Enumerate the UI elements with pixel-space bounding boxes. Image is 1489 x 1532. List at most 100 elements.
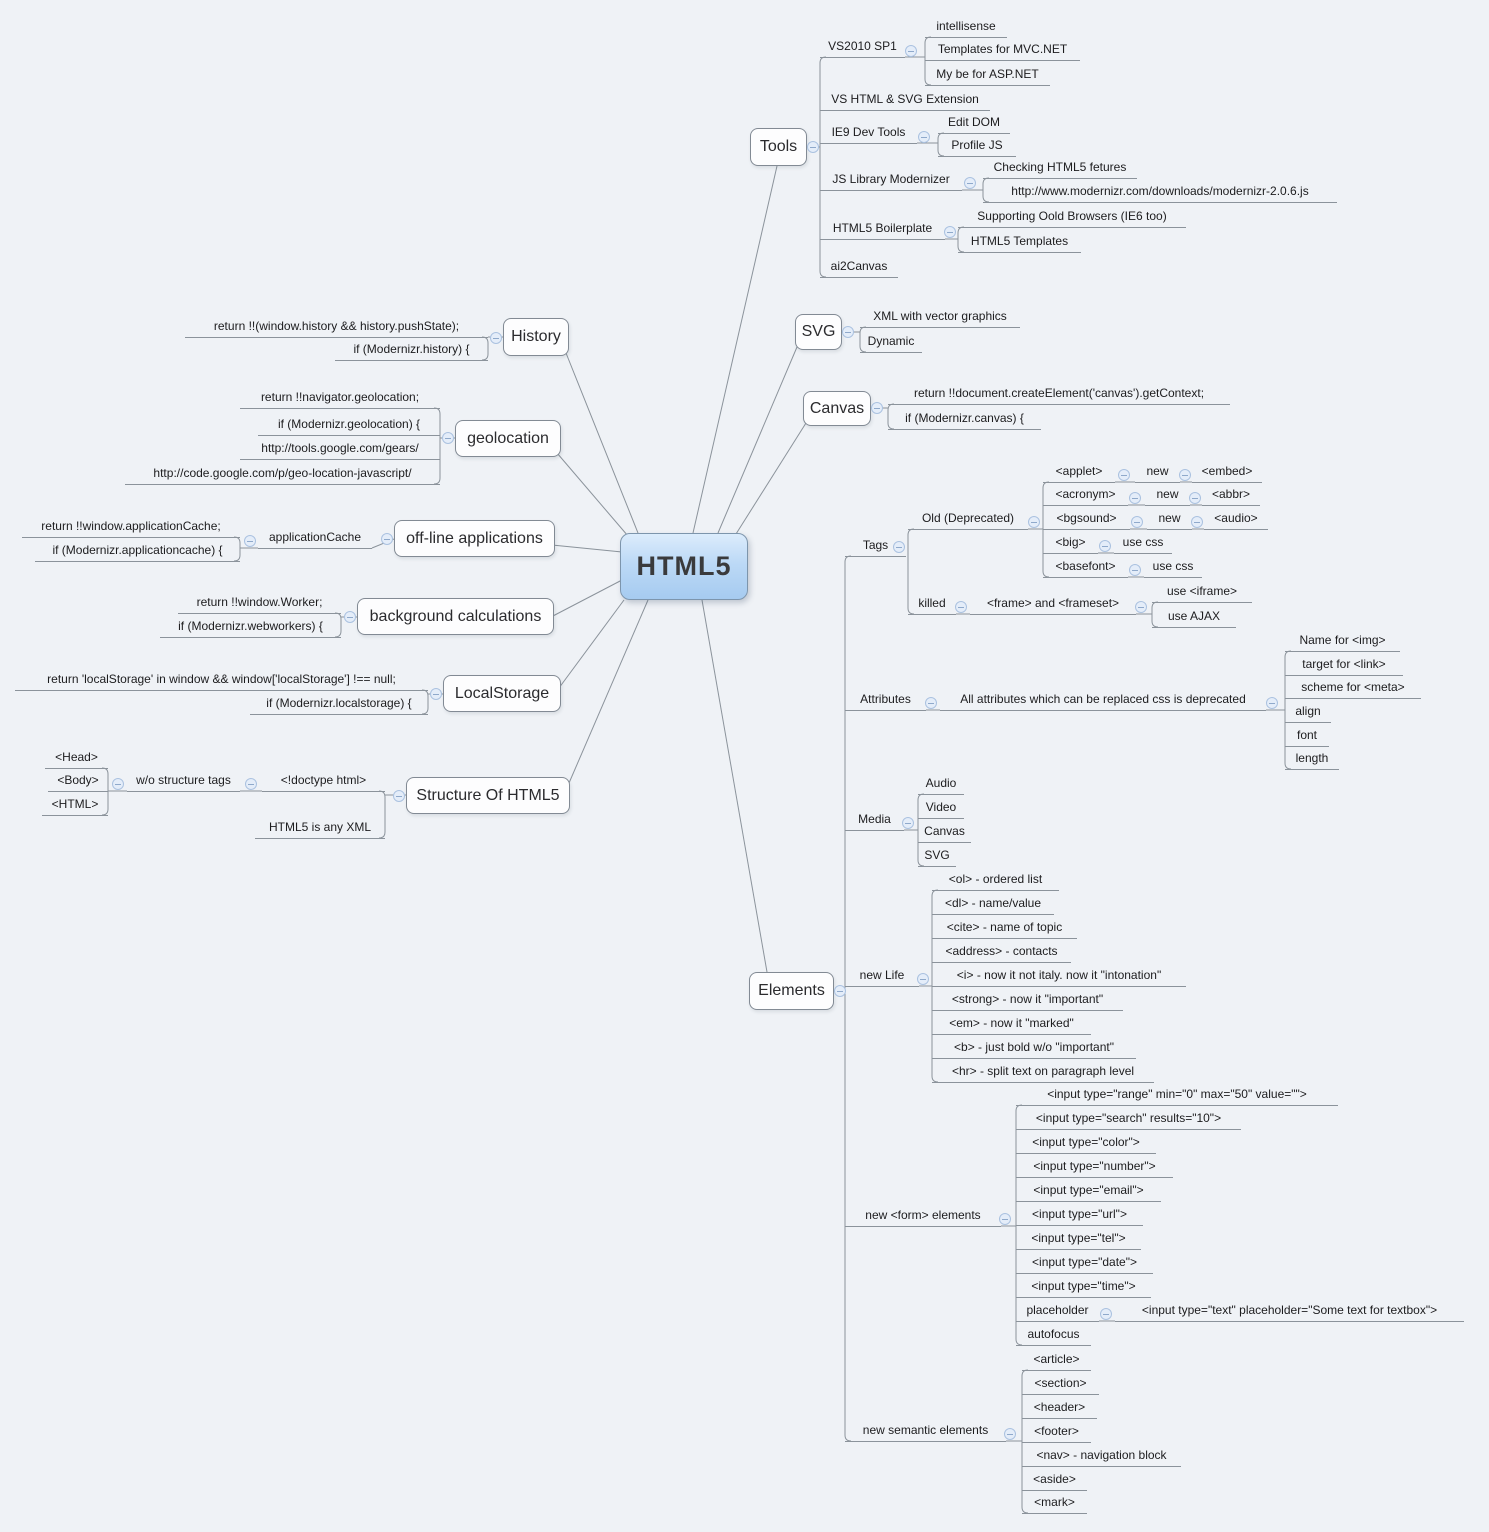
collapse-icon[interactable] [1191,516,1203,528]
node-applet[interactable]: <applet> [1043,461,1115,483]
node-autofocus[interactable]: autofocus [1016,1324,1091,1346]
node-new1[interactable]: new [1135,461,1180,483]
node-in_date[interactable]: <input type="date"> [1016,1252,1153,1274]
node-body[interactable]: <Body> [48,770,108,792]
node-tpl_mvc[interactable]: Templates for MVC.NET [925,39,1080,61]
node-big[interactable]: <big> [1043,532,1098,554]
node-my_asp[interactable]: My be for ASP.NET [925,64,1050,86]
collapse-icon[interactable] [999,1213,1011,1225]
node-footer[interactable]: <footer> [1022,1421,1091,1443]
node-scheme_meta[interactable]: scheme for <meta> [1285,677,1421,699]
node-embed[interactable]: <embed> [1192,461,1262,483]
node-acronym[interactable]: <acronym> [1043,484,1128,506]
node-new3[interactable]: new [1147,508,1192,530]
node-killed[interactable]: killed [908,593,956,615]
node-length[interactable]: length [1285,748,1339,770]
node-cite[interactable]: <cite> - name of topic [932,917,1077,939]
collapse-icon[interactable] [381,533,393,545]
node-use_ajax[interactable]: use AJAX [1152,606,1236,628]
collapse-icon[interactable] [944,226,956,238]
collapse-icon[interactable] [955,601,967,613]
node-use_iframe[interactable]: use <iframe> [1152,581,1252,603]
collapse-icon[interactable] [1129,492,1141,504]
node-ls_return[interactable]: return 'localStorage' in window && windo… [15,669,428,691]
node-any_xml[interactable]: HTML5 is any XML [255,817,385,839]
node-in_url[interactable]: <input type="url"> [1016,1204,1143,1226]
node-audio[interactable]: <audio> [1204,508,1268,530]
node-geo_return[interactable]: return !!navigator.geolocation; [240,387,440,409]
node-mark[interactable]: <mark> [1022,1492,1087,1514]
node-usecss2[interactable]: use css [1144,556,1202,578]
node-dynamic[interactable]: Dynamic [860,331,922,353]
collapse-icon[interactable] [393,790,405,802]
node-localstorage[interactable]: LocalStorage [443,675,561,712]
node-hist_return[interactable]: return !!(window.history && history.push… [185,316,488,338]
node-geolocation[interactable]: geolocation [455,420,561,457]
node-bg_return[interactable]: return !!window.Worker; [178,592,341,614]
node-strong[interactable]: <strong> - now it "important" [932,989,1123,1011]
node-history[interactable]: History [503,318,569,356]
collapse-icon[interactable] [1099,540,1111,552]
collapse-icon[interactable] [834,985,846,997]
collapse-icon[interactable] [1100,1308,1112,1320]
node-canvas[interactable]: Canvas [803,391,871,426]
node-old_depr[interactable]: Old (Deprecated) [908,508,1028,530]
collapse-icon[interactable] [1135,601,1147,613]
node-placeholder_ex[interactable]: <input type="text" placeholder="Some tex… [1115,1300,1464,1322]
node-hist_if[interactable]: if (Modernizr.history) { [335,339,488,361]
node-supporting[interactable]: Supporting Oold Browsers (IE6 too) [958,206,1186,228]
node-new_semantic[interactable]: new semantic elements [845,1420,1006,1442]
node-in_tel[interactable]: <input type="tel"> [1016,1228,1141,1250]
node-geo_gears[interactable]: http://tools.google.com/gears/ [240,438,440,460]
node-in_color[interactable]: <input type="color"> [1016,1132,1156,1154]
node-checking[interactable]: Checking HTML5 fetures [983,157,1137,179]
node-profile_js[interactable]: Profile JS [938,135,1016,157]
node-geo_if[interactable]: if (Modernizr.geolocation) { [258,414,440,436]
node-basefont[interactable]: <basefont> [1043,556,1128,578]
node-head[interactable]: <Head> [45,747,108,769]
node-header[interactable]: <header> [1022,1397,1097,1419]
collapse-icon[interactable] [1179,469,1191,481]
node-xml_vector[interactable]: XML with vector graphics [860,306,1020,328]
collapse-icon[interactable] [442,432,454,444]
node-bgsound[interactable]: <bgsound> [1043,508,1130,530]
node-video_m[interactable]: Video [918,797,964,819]
node-attributes[interactable]: Attributes [845,689,926,711]
node-modernizer[interactable]: JS Library Modernizer [820,169,962,191]
collapse-icon[interactable] [244,535,256,547]
node-name_img[interactable]: Name for <img> [1285,630,1400,652]
node-in_search[interactable]: <input type="search" results="10"> [1016,1108,1241,1130]
node-appcache[interactable]: applicationCache [258,527,372,549]
node-cache_if[interactable]: if (Modernizr.applicationcache) { [35,540,240,562]
node-in_placeholder[interactable]: placeholder [1016,1300,1099,1322]
node-offline[interactable]: off-line applications [394,520,555,557]
collapse-icon[interactable] [490,332,502,344]
node-tools[interactable]: Tools [750,128,807,166]
node-edit_dom[interactable]: Edit DOM [938,112,1010,134]
node-ls_if[interactable]: if (Modernizr.localstorage) { [250,693,428,715]
node-ol[interactable]: <ol> - ordered list [932,869,1059,891]
node-font[interactable]: font [1285,725,1329,747]
node-ie9[interactable]: IE9 Dev Tools [820,122,917,144]
node-structure[interactable]: Structure Of HTML5 [406,777,570,814]
node-vs_ext[interactable]: VS HTML & SVG Extension [820,89,990,111]
node-boilerplate[interactable]: HTML5 Boilerplate [820,218,945,240]
node-elements[interactable]: Elements [749,972,834,1010]
collapse-icon[interactable] [1189,492,1201,504]
node-wo_tags[interactable]: w/o structure tags [127,770,240,792]
collapse-icon[interactable] [925,697,937,709]
node-in_time[interactable]: <input type="time"> [1016,1276,1151,1298]
collapse-icon[interactable] [1118,469,1130,481]
node-vs2010[interactable]: VS2010 SP1 [820,36,905,58]
node-aside[interactable]: <aside> [1022,1469,1087,1491]
node-i_tag[interactable]: <i> - now it not italy. now it "intonati… [932,965,1186,987]
node-frame_frameset[interactable]: <frame> and <frameset> [970,593,1136,615]
collapse-icon[interactable] [430,688,442,700]
collapse-icon[interactable] [905,45,917,57]
node-audio_m[interactable]: Audio [918,773,964,795]
node-attr_all[interactable]: All attributes which can be replaced css… [940,689,1266,711]
collapse-icon[interactable] [918,131,930,143]
node-canvas_m[interactable]: Canvas [918,821,971,843]
node-em[interactable]: <em> - now it "marked" [932,1013,1091,1035]
collapse-icon[interactable] [1131,516,1143,528]
